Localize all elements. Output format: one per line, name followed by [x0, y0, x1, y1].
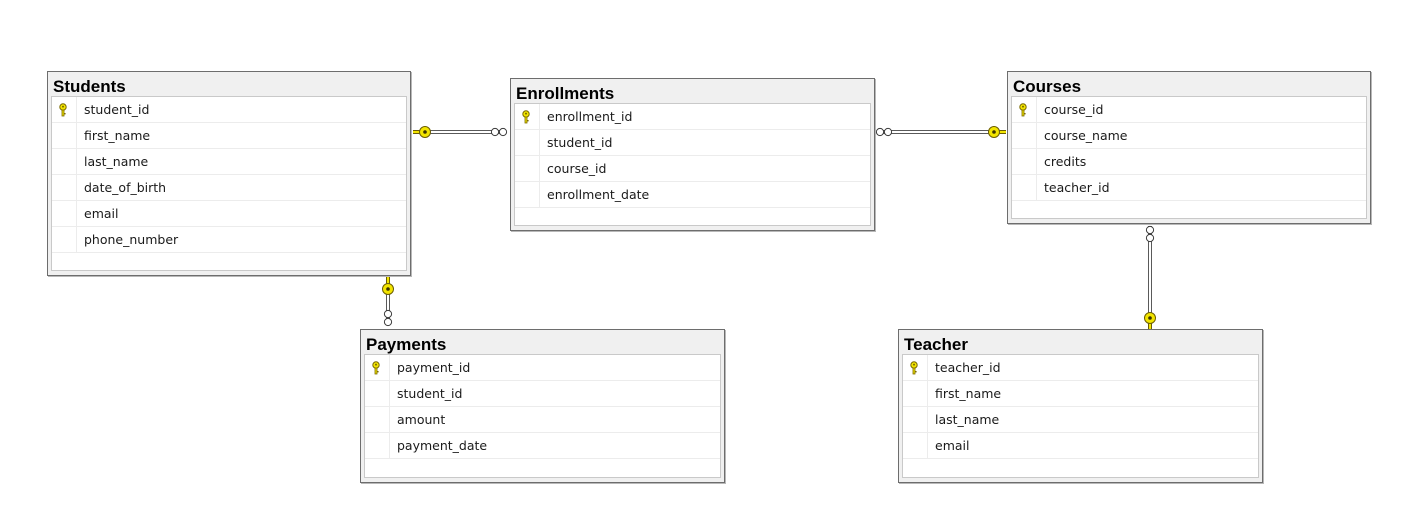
- column-row[interactable]: student_id: [515, 130, 870, 156]
- table-title: Teacher: [904, 335, 968, 354]
- column-name: student_id: [397, 386, 463, 401]
- column-list: student_id first_name last_name date_of_bir…: [51, 96, 407, 271]
- column-row[interactable]: last_name: [52, 149, 406, 175]
- column-name: teacher_id: [1044, 180, 1110, 195]
- column-name: email: [84, 206, 119, 221]
- column-name: student_id: [84, 102, 150, 117]
- column-name: course_id: [547, 161, 607, 176]
- column-row[interactable]: course_id: [515, 156, 870, 182]
- column-row[interactable]: course_id: [1012, 97, 1366, 123]
- column-row[interactable]: payment_date: [365, 433, 720, 459]
- many-end-infinity-icon: [875, 127, 893, 137]
- primary-key-icon: [372, 361, 380, 375]
- column-name: first_name: [935, 386, 1002, 401]
- primary-key-icon: [910, 361, 918, 375]
- column-row[interactable]: phone_number: [52, 227, 406, 253]
- column-name: credits: [1044, 154, 1087, 169]
- column-name: last_name: [935, 412, 1000, 427]
- column-row[interactable]: student_id: [365, 381, 720, 407]
- column-row[interactable]: enrollment_id: [515, 104, 870, 130]
- table-title: Payments: [366, 335, 447, 354]
- table-title: Students: [53, 77, 126, 96]
- column-name: phone_number: [84, 232, 179, 247]
- column-name: payment_id: [397, 360, 471, 375]
- column-name: amount: [397, 412, 446, 427]
- column-row[interactable]: last_name: [903, 407, 1258, 433]
- column-row[interactable]: first_name: [903, 381, 1258, 407]
- column-name: date_of_birth: [84, 180, 167, 195]
- column-row[interactable]: credits: [1012, 149, 1366, 175]
- column-name: enrollment_id: [547, 109, 633, 124]
- primary-key-icon: [1019, 103, 1027, 117]
- column-name: student_id: [547, 135, 613, 150]
- column-row[interactable]: email: [903, 433, 1258, 459]
- column-list: enrollment_id student_id course_id enrollme…: [514, 103, 871, 226]
- one-end-key-icon: [1144, 312, 1156, 330]
- column-row[interactable]: first_name: [52, 123, 406, 149]
- column-row[interactable]: payment_id: [365, 355, 720, 381]
- many-end-infinity-icon: [490, 127, 508, 137]
- table-title: Courses: [1013, 77, 1082, 96]
- table-title: Enrollments: [516, 84, 615, 103]
- relationship-line: [880, 130, 1000, 134]
- column-row[interactable]: date_of_birth: [52, 175, 406, 201]
- column-row[interactable]: teacher_id: [903, 355, 1258, 381]
- primary-key-icon: [522, 110, 530, 124]
- column-row[interactable]: course_name: [1012, 123, 1366, 149]
- many-end-infinity-icon: [1145, 225, 1155, 243]
- column-row[interactable]: teacher_id: [1012, 175, 1366, 201]
- column-name: payment_date: [397, 438, 488, 453]
- one-end-key-icon: [382, 277, 394, 295]
- column-row[interactable]: student_id: [52, 97, 406, 123]
- column-name: course_name: [1044, 128, 1128, 143]
- column-row[interactable]: amount: [365, 407, 720, 433]
- column-name: enrollment_date: [547, 187, 650, 202]
- column-name: course_id: [1044, 102, 1104, 117]
- one-end-key-icon: [413, 126, 431, 138]
- column-row[interactable]: enrollment_date: [515, 182, 870, 208]
- column-name: first_name: [84, 128, 151, 143]
- relationship-line: [418, 130, 503, 134]
- column-name: email: [935, 438, 970, 453]
- relationship-line: [1148, 226, 1152, 326]
- primary-key-icon: [59, 103, 67, 117]
- column-name: last_name: [84, 154, 149, 169]
- relationship-line: [386, 278, 390, 325]
- column-name: teacher_id: [935, 360, 1001, 375]
- one-end-key-icon: [988, 126, 1006, 138]
- column-row[interactable]: email: [52, 201, 406, 227]
- many-end-infinity-icon: [383, 309, 393, 327]
